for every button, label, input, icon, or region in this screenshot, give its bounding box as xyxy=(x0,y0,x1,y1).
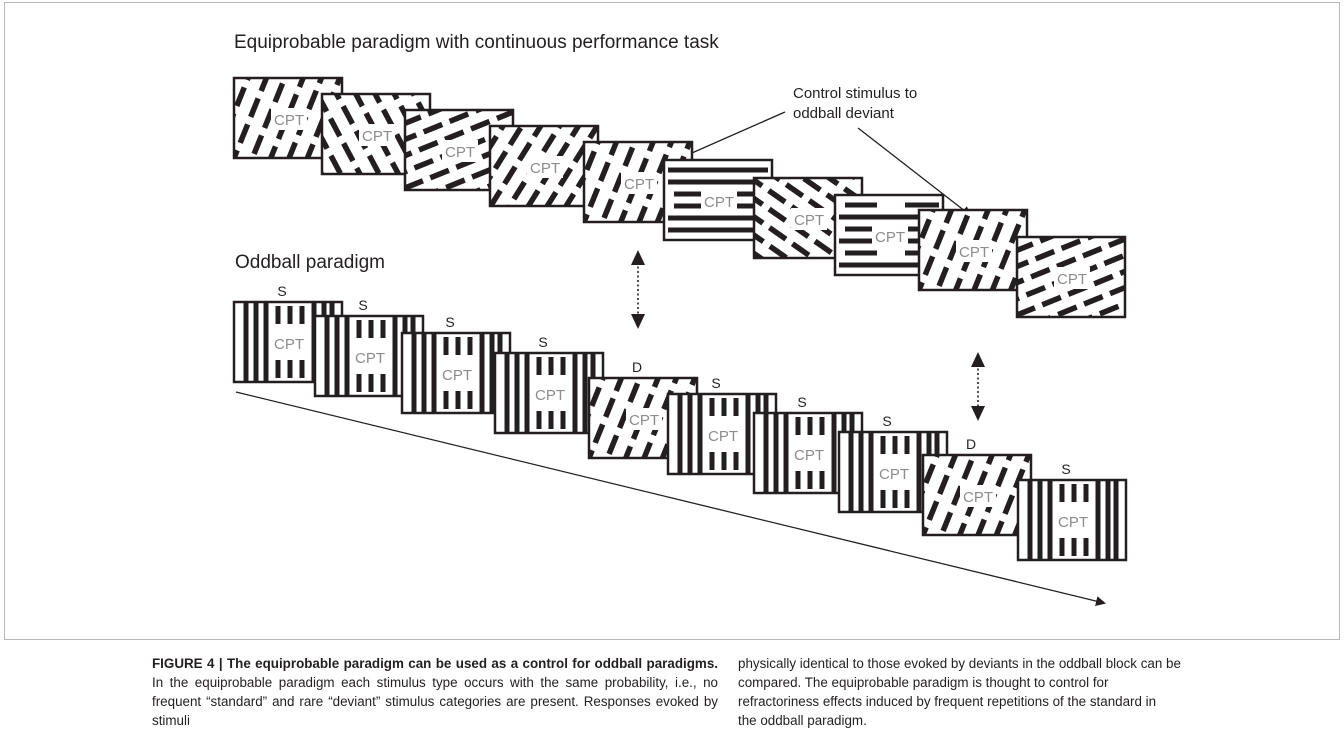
cpt-label: CPT xyxy=(708,428,738,445)
oddball-title: Oddball paradigm xyxy=(235,252,385,273)
cpt-label: CPT xyxy=(274,336,304,353)
caption-left-column: FIGURE 4 | The equiprobable paradigm can… xyxy=(152,654,718,730)
standard-label: S xyxy=(711,375,720,391)
caption-right-line-3: refractoriness effects induced by freque… xyxy=(738,694,1157,709)
cpt-label: CPT xyxy=(875,229,905,246)
deviant-label: D xyxy=(632,359,642,375)
cpt-label: CPT xyxy=(629,412,659,429)
equiprobable-card-7: CPT xyxy=(752,176,864,260)
oddball-stimulus-row: CPT S CPT S CPT S CPT S CPT D CPT S CPT S CPT S CPT D CPT S xyxy=(232,283,1128,562)
standard-label: S xyxy=(797,394,806,410)
cpt-label: CPT xyxy=(535,387,565,404)
cpt-label: CPT xyxy=(879,466,909,483)
annotation-arrow-right xyxy=(857,127,972,217)
caption-left-line-2: occurs with the same probability, i.e., … xyxy=(152,675,718,709)
comparison-arrow-2 xyxy=(971,352,985,421)
equiprobable-card-10: CPT xyxy=(1015,235,1127,319)
cpt-label: CPT xyxy=(355,350,385,367)
deviant-label: D xyxy=(966,436,976,452)
standard-label: S xyxy=(538,334,547,350)
caption-right-column: physically identical to those evoked by … xyxy=(738,654,1328,730)
standard-label: S xyxy=(358,297,367,313)
equiprobable-stimulus-row: CPT CPT CPT CPT CPT CPT CPT CPT CPT CPT xyxy=(232,76,1127,319)
time-axis-arrow xyxy=(235,391,1106,606)
standard-label: S xyxy=(1061,461,1070,477)
annotation-arrow-left xyxy=(674,111,786,162)
figure-label: FIGURE 4 | The equiprobable paradigm can… xyxy=(152,656,718,671)
caption-left-line-1: In the equiprobable paradigm each stimul… xyxy=(152,675,458,690)
oddball-card-9: CPT xyxy=(921,453,1033,537)
cpt-label: CPT xyxy=(1058,514,1088,531)
cpt-label: CPT xyxy=(442,367,472,384)
standard-label: S xyxy=(882,413,891,429)
cpt-label: CPT xyxy=(624,176,654,193)
caption-right-line-1: physically identical to those evoked by … xyxy=(738,656,1181,671)
caption-right-line-2: compared. The equiprobable paradigm is t… xyxy=(738,675,1109,690)
cpt-label: CPT xyxy=(362,128,392,145)
equiprobable-card-9: CPT xyxy=(917,208,1029,292)
standard-label: S xyxy=(445,314,454,330)
cpt-label: CPT xyxy=(445,144,475,161)
caption-right-line-4: the oddball paradigm. xyxy=(738,713,867,728)
paradigm-diagram: Equiprobable paradigm with continuous pe… xyxy=(232,32,1128,606)
comparison-arrow-1 xyxy=(631,250,645,329)
cpt-label: CPT xyxy=(274,112,304,129)
oddball-card-4: CPT xyxy=(493,351,605,435)
caption-left-line-3: “deviant” stimulus categories are presen… xyxy=(152,694,718,728)
control-annotation-line2: oddball deviant xyxy=(793,105,895,122)
cpt-label: CPT xyxy=(530,160,560,177)
cpt-label: CPT xyxy=(963,489,993,506)
cpt-label: CPT xyxy=(794,212,824,229)
cpt-label: CPT xyxy=(704,194,734,211)
control-annotation-line1: Control stimulus to xyxy=(793,85,917,102)
oddball-card-10: CPT xyxy=(1016,478,1128,562)
cpt-label: CPT xyxy=(794,447,824,464)
figure-frame xyxy=(4,2,1340,640)
cpt-label: CPT xyxy=(959,244,989,261)
standard-label: S xyxy=(277,283,286,299)
equiprobable-title: Equiprobable paradigm with continuous pe… xyxy=(234,32,719,53)
cpt-label: CPT xyxy=(1057,271,1087,288)
